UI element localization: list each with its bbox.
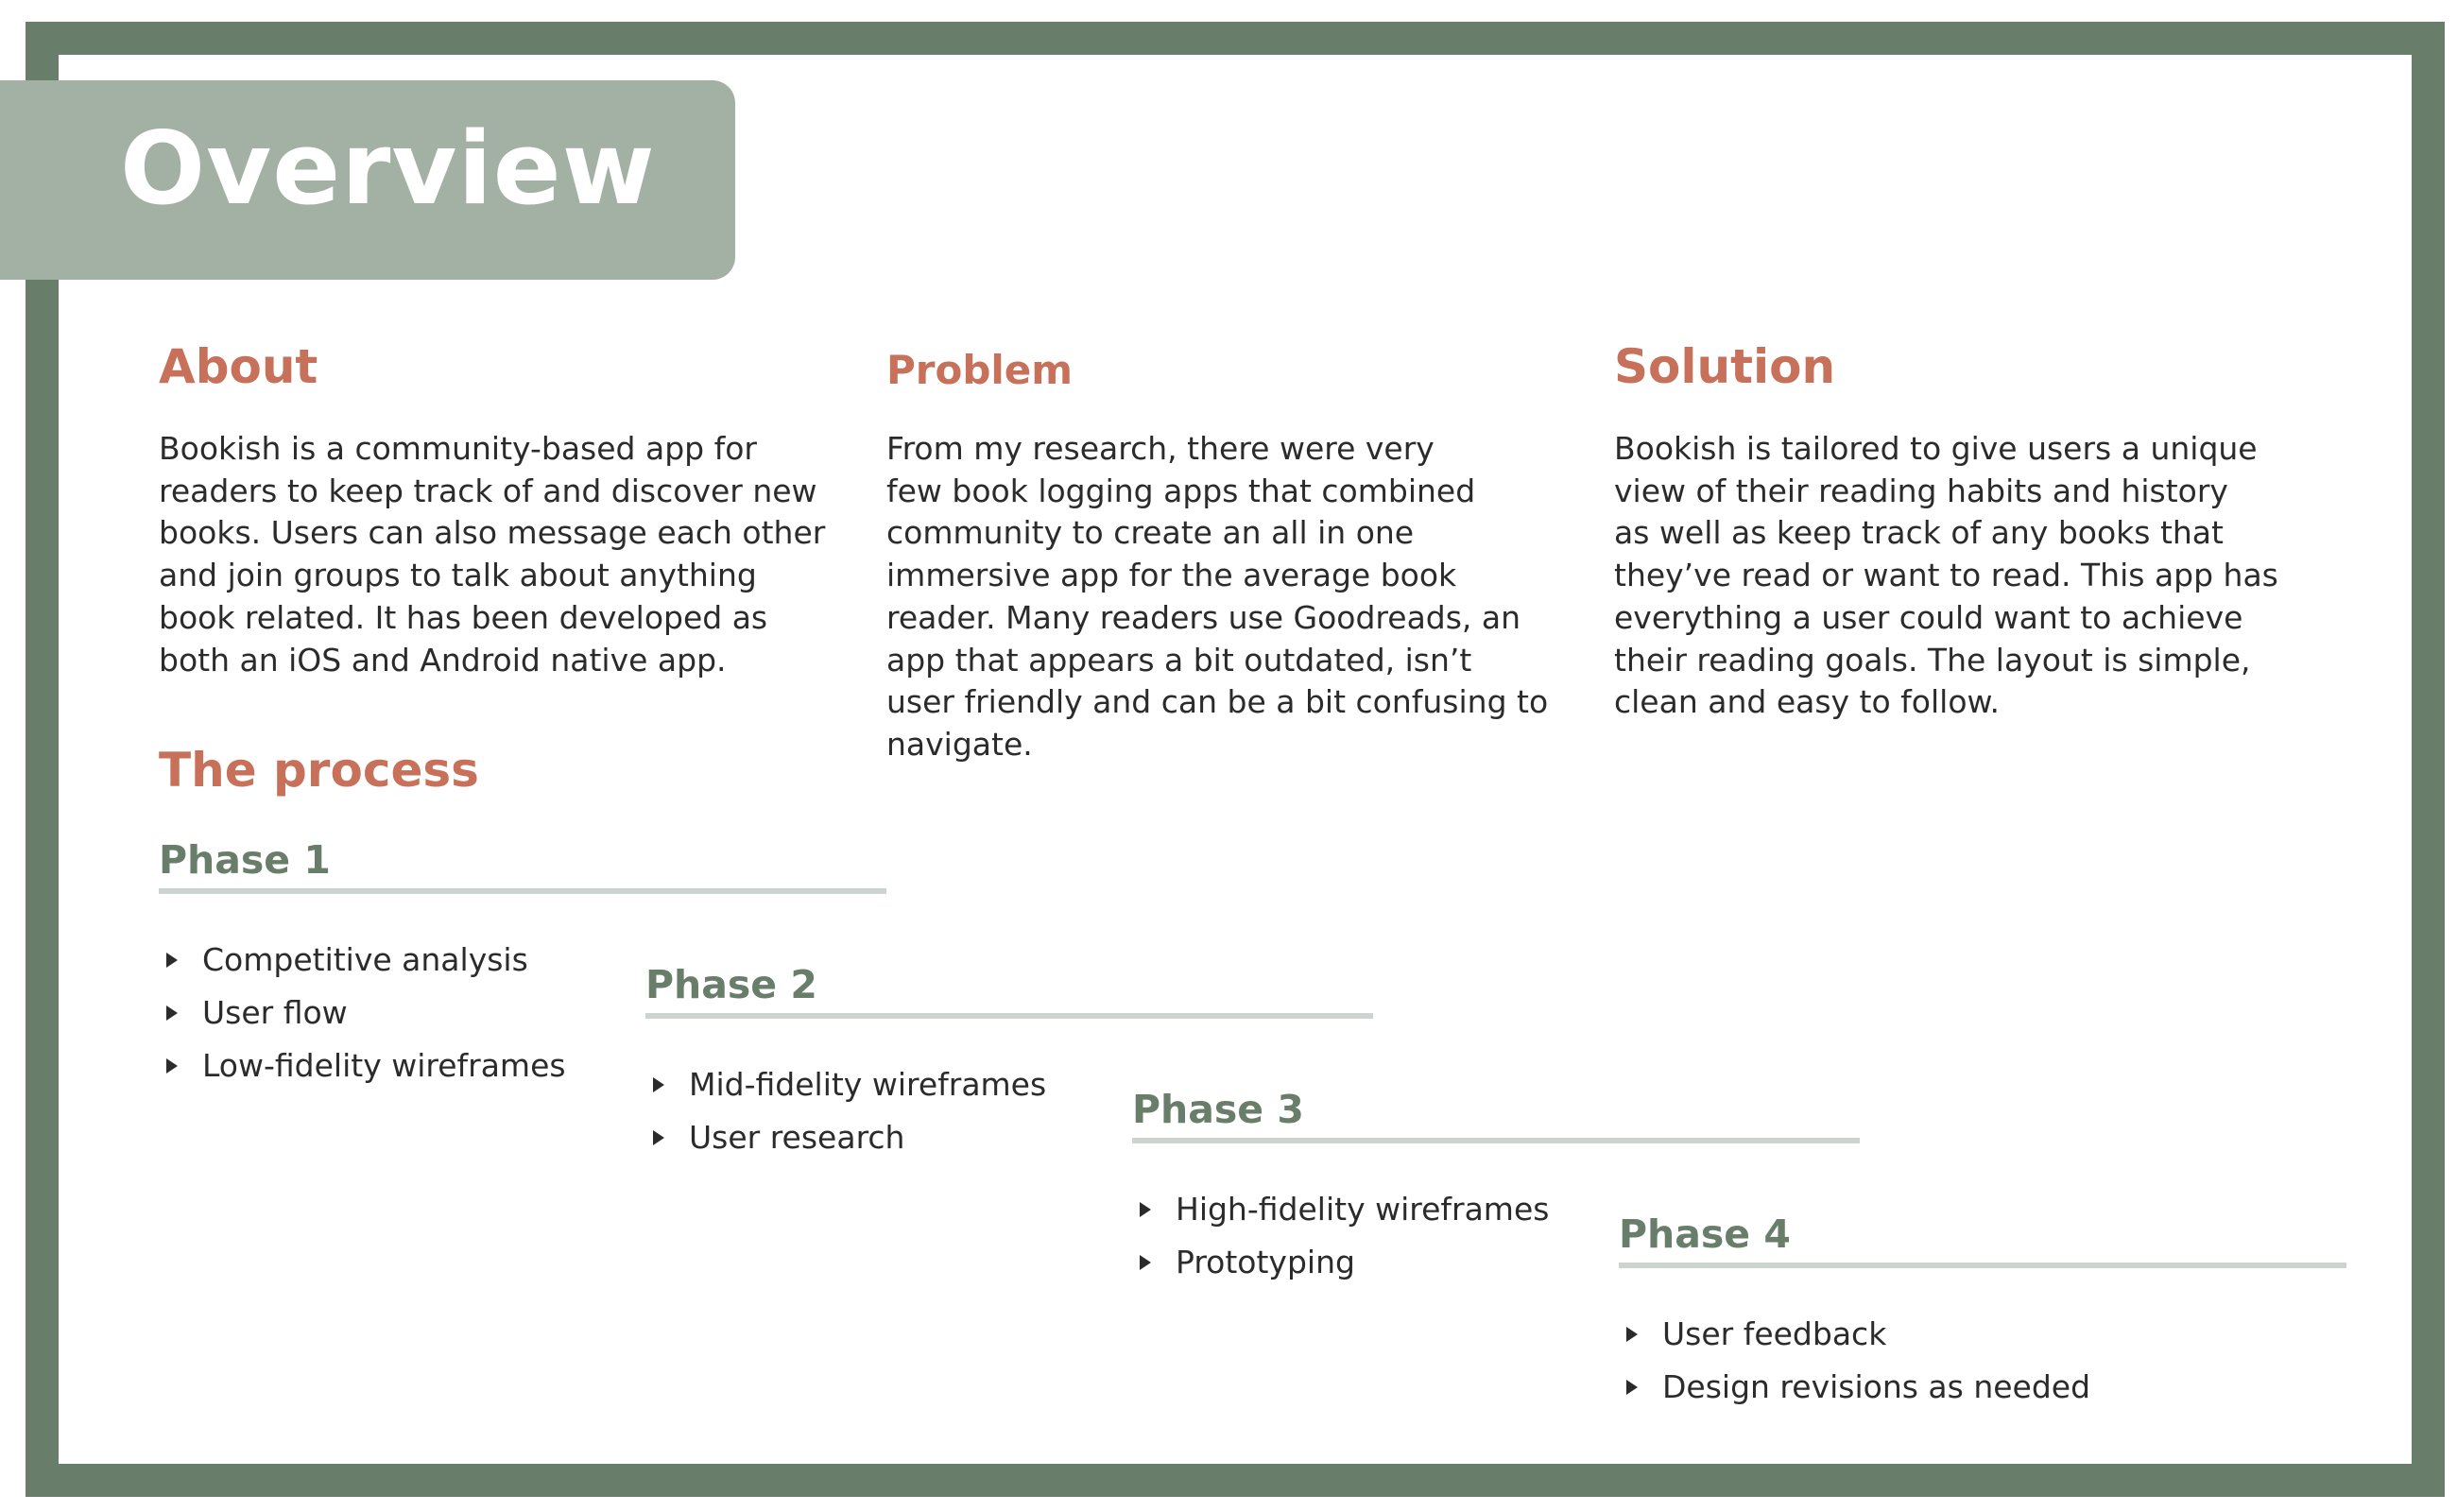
- triangle-bullet-icon: [1140, 1255, 1151, 1270]
- phase-list: High-fidelity wireframes Prototyping: [1132, 1183, 1860, 1289]
- phase-4: Phase 4 User feedback Design revisions a…: [1619, 1215, 2346, 1414]
- list-item-label: Low-fidelity wireframes: [202, 1047, 566, 1084]
- text-line: their reading goals. The layout is simpl…: [1614, 641, 2251, 679]
- list-item-label: Design revisions as needed: [1662, 1368, 2091, 1405]
- text-line: view of their reading habits and history: [1614, 472, 2228, 509]
- text-line: few book logging apps that combined: [886, 472, 1476, 509]
- text-line: immersive app for the average book: [886, 557, 1457, 594]
- problem-heading: Problem: [886, 347, 1074, 393]
- triangle-bullet-icon: [653, 1130, 664, 1145]
- phase-divider: [1132, 1138, 1860, 1143]
- text-line: reader. Many readers use Goodreads, an: [886, 598, 1521, 636]
- list-item: User research: [645, 1111, 1373, 1164]
- triangle-bullet-icon: [1140, 1202, 1151, 1217]
- text-line: Bookish is a community-based app for: [159, 430, 757, 467]
- phase-list: User feedback Design revisions as needed: [1619, 1308, 2346, 1414]
- text-line: Bookish is tailored to give users a uniq…: [1614, 430, 2258, 467]
- phase-2: Phase 2 Mid-fidelity wireframes User res…: [645, 966, 1373, 1164]
- list-item: Design revisions as needed: [1619, 1361, 2346, 1414]
- text-line: and join groups to talk about anything: [159, 557, 757, 594]
- phase-3: Phase 3 High-fidelity wireframes Prototy…: [1132, 1091, 1860, 1289]
- page-title: Overview: [120, 111, 656, 227]
- triangle-bullet-icon: [653, 1077, 664, 1092]
- list-item-label: Competitive analysis: [202, 941, 528, 978]
- text-line: books. Users can also message each other: [159, 514, 826, 552]
- list-item-label: Mid-fidelity wireframes: [689, 1066, 1047, 1103]
- list-item-label: User flow: [202, 994, 348, 1031]
- triangle-bullet-icon: [166, 1058, 178, 1074]
- about-heading: About: [159, 339, 318, 394]
- list-item: Prototyping: [1132, 1236, 1860, 1289]
- text-line: both an iOS and Android native app.: [159, 641, 727, 679]
- process-heading: The process: [159, 743, 479, 798]
- about-text: Bookish is a community-based app for rea…: [159, 428, 858, 681]
- title-banner: [0, 80, 735, 280]
- text-line: From my research, there were very: [886, 430, 1435, 467]
- triangle-bullet-icon: [1626, 1380, 1638, 1395]
- phase-divider: [645, 1013, 1373, 1019]
- triangle-bullet-icon: [1626, 1327, 1638, 1342]
- phase-title: Phase 2: [645, 962, 817, 1007]
- text-line: readers to keep track of and discover ne…: [159, 472, 817, 509]
- phase-list: Mid-fidelity wireframes User research: [645, 1058, 1373, 1164]
- phase-title: Phase 4: [1619, 1211, 1791, 1257]
- list-item-label: User research: [689, 1119, 905, 1156]
- solution-text: Bookish is tailored to give users a uniq…: [1614, 428, 2313, 724]
- text-line: book related. It has been developed as: [159, 598, 768, 636]
- phase-title: Phase 1: [159, 837, 331, 883]
- list-item-label: High-fidelity wireframes: [1176, 1191, 1550, 1228]
- list-item: User feedback: [1619, 1308, 2346, 1361]
- text-line: app that appears a bit outdated, isn’t: [886, 641, 1472, 679]
- text-line: everything a user could want to achieve: [1614, 598, 2243, 636]
- phase-divider: [159, 888, 886, 894]
- text-line: navigate.: [886, 725, 1033, 763]
- list-item: Competitive analysis: [159, 934, 886, 987]
- list-item: High-fidelity wireframes: [1132, 1183, 1860, 1236]
- list-item: User flow: [159, 987, 886, 1040]
- solution-heading: Solution: [1614, 339, 1836, 394]
- list-item-label: Prototyping: [1176, 1244, 1355, 1280]
- phase-list: Competitive analysis User flow Low-fidel…: [159, 934, 886, 1092]
- list-item: Low-fidelity wireframes: [159, 1040, 886, 1092]
- phase-title: Phase 3: [1132, 1087, 1304, 1132]
- page-frame: [26, 22, 2445, 1497]
- phase-1: Phase 1 Competitive analysis User flow L…: [159, 841, 886, 1092]
- problem-text: From my research, there were very few bo…: [886, 428, 1586, 766]
- text-line: clean and easy to follow.: [1614, 683, 2000, 721]
- triangle-bullet-icon: [166, 953, 178, 968]
- text-line: as well as keep track of any books that: [1614, 514, 2224, 552]
- text-line: they’ve read or want to read. This app h…: [1614, 557, 2278, 594]
- list-item: Mid-fidelity wireframes: [645, 1058, 1373, 1111]
- phase-divider: [1619, 1263, 2346, 1268]
- list-item-label: User feedback: [1662, 1315, 1887, 1352]
- triangle-bullet-icon: [166, 1005, 178, 1021]
- text-line: community to create an all in one: [886, 514, 1415, 552]
- text-line: user friendly and can be a bit confusing…: [886, 683, 1549, 721]
